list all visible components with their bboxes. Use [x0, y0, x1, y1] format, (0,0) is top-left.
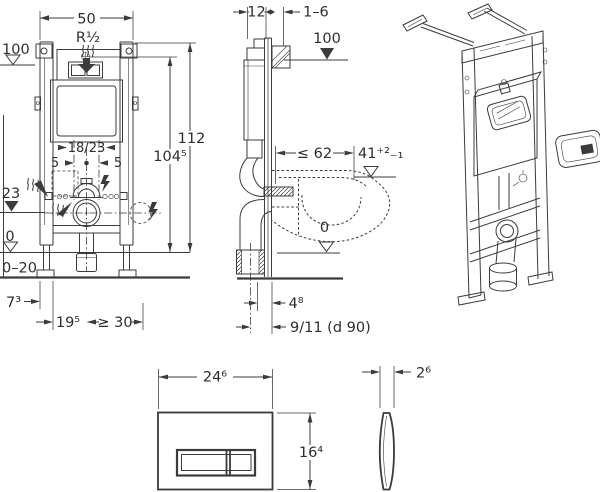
plate-side-dimensions: 2⁶ — [362, 366, 431, 408]
supply-point-dot — [84, 160, 89, 166]
water-symbol-supply — [82, 44, 94, 58]
supply-thread-label: R½ — [76, 30, 100, 46]
dim-supply-offset-label: 18/23 — [68, 141, 105, 156]
side-floor — [237, 252, 343, 280]
anchor-rods — [420, 7, 528, 47]
water-symbol-upper — [27, 177, 48, 197]
frame-feet — [36, 245, 137, 278]
plate-depth-label: 2⁶ — [416, 366, 431, 382]
electric-bolt-icon — [148, 202, 158, 221]
flush-button — [580, 143, 594, 155]
water-symbol-lower — [52, 202, 72, 218]
optional-outlet-dashed — [129, 202, 152, 224]
floor-lines — [0, 115, 190, 279]
iso-drain — [489, 170, 528, 292]
level-mark-open — [318, 241, 335, 253]
level-mark-filled — [4, 201, 19, 212]
wall-brackets — [34, 43, 139, 111]
front-dimensions: 50 R½ 100 18/23 5 5 23 0 0–20 7³ 19⁵ — [0, 9, 205, 331]
dim-center-label: 19⁵ — [56, 315, 80, 331]
dim-outlet-offset-label: 4⁸ — [289, 296, 304, 312]
flush-bend-internals — [44, 140, 128, 272]
dim-width-label: 50 — [77, 12, 95, 28]
dim-wc-depth-label: ≤ 62 — [297, 146, 332, 162]
level-0-label: 0 — [5, 229, 14, 245]
dim-5-right-label: 5 — [114, 156, 122, 171]
iso-cistern — [473, 71, 543, 177]
level-100-label: 100 — [2, 42, 30, 58]
dim-rim-height-label: 41⁺²₋₁ — [358, 146, 404, 162]
plate-buttons — [175, 448, 257, 477]
floor-range-label: 0–20 — [2, 261, 37, 277]
side-cistern — [239, 38, 294, 197]
supply-arrow-icon — [78, 58, 95, 73]
dim-clearance-label: ≥ 30 — [97, 315, 132, 331]
electric-bolt-icon — [100, 175, 110, 192]
side-drain-elbow — [236, 199, 272, 333]
dim-foot-label: 7³ — [6, 295, 21, 311]
side-view: 12 1–6 100 ≤ 62 41⁺²₋₁ 0 4⁸ 9/11 (d 90) — [233, 5, 404, 336]
actuator-plate-front-view: 24⁶ 16⁴ — [157, 369, 326, 491]
side-rail — [264, 37, 291, 277]
dim-wall-gap-label: 1–6 — [303, 5, 329, 21]
dim-height-tank-label: 104⁵ — [153, 149, 187, 165]
wc-connector — [263, 186, 294, 197]
stop-valve — [518, 173, 528, 183]
level-mark-open — [2, 241, 19, 253]
plate-width-label: 24⁶ — [203, 370, 227, 386]
iso-frame — [457, 30, 554, 306]
dim-rail-depth-label: 12 — [247, 5, 265, 21]
wc-pan-outline — [271, 170, 391, 243]
iso-view — [402, 3, 600, 306]
dim-5-left-label: 5 — [51, 156, 59, 171]
dim-height-total-label: 112 — [178, 131, 206, 147]
wall-anchor-plates — [402, 3, 493, 32]
plate-profile — [378, 412, 395, 491]
iso-flush-plate — [555, 129, 600, 168]
plate-outline — [157, 411, 274, 491]
level-mark-open — [363, 166, 379, 178]
level-mark-filled — [320, 48, 334, 60]
side-dimensions: 12 1–6 100 ≤ 62 41⁺²₋₁ 0 4⁸ 9/11 (d 90) — [233, 5, 404, 336]
drain-outlet — [0, 199, 163, 272]
front-view: 50 R½ 100 18/23 5 5 23 0 0–20 7³ 19⁵ — [0, 9, 205, 331]
level-mark-open — [5, 54, 21, 66]
plate-front-dimensions: 24⁶ 16⁴ — [158, 369, 326, 490]
wall-bracket — [271, 45, 291, 69]
level-floor-label: 0 — [320, 220, 329, 236]
level-23-label: 23 — [2, 186, 20, 202]
plate-height-label: 16⁴ — [299, 445, 323, 461]
level-fixing-label: 100 — [313, 31, 341, 47]
dim-drain-label: 9/11 (d 90) — [290, 320, 371, 336]
actuator-plate-side-view: 2⁶ — [362, 366, 431, 491]
